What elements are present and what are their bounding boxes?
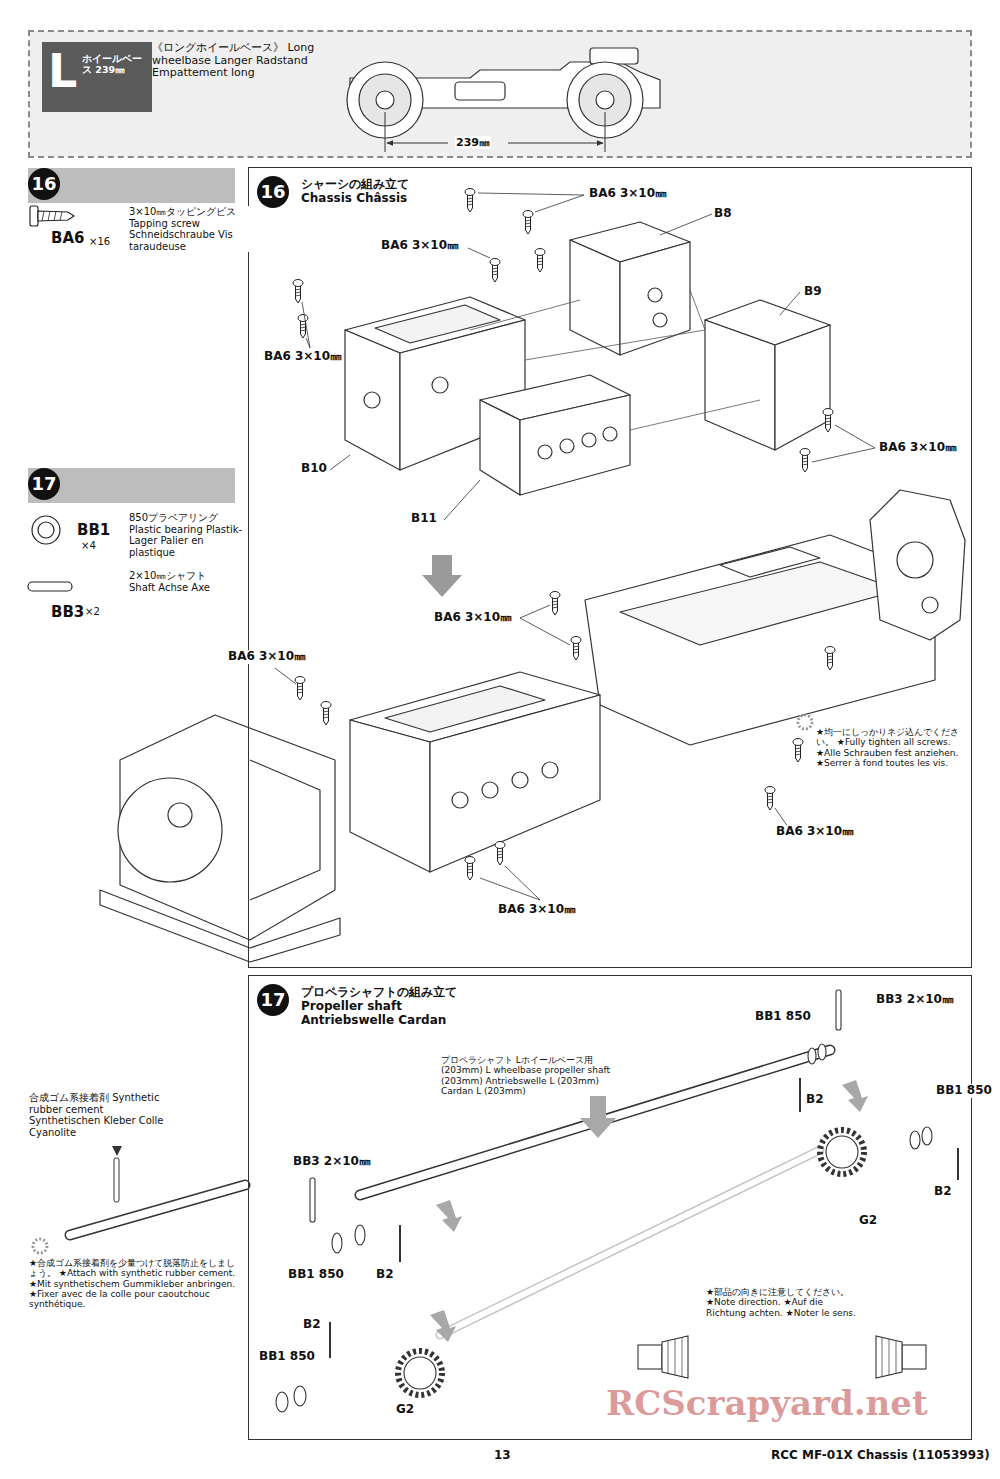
note-badge	[798, 715, 812, 729]
part-callout: B2	[302, 1318, 322, 1332]
part-callout: BB1 850	[935, 1084, 993, 1098]
badge-letter: L	[48, 48, 77, 94]
assembly-note: ★合成ゴム系接着剤を少量つけて脱落防止をしましょう。 ★Attach with …	[28, 1258, 240, 1310]
part-callout: BA6 3×10㎜	[380, 239, 460, 253]
direction-gears	[638, 1336, 926, 1378]
part-callout: BA6 3×10㎜	[263, 350, 343, 364]
part-callout: B8	[713, 207, 733, 221]
screws	[293, 189, 835, 881]
part-callout: BA6 3×10㎜	[588, 187, 668, 201]
leader-lines	[275, 193, 875, 900]
panel-ground	[29, 31, 971, 157]
adhesive-label: 合成ゴム系接着剤 Synthetic rubber cement Synthet…	[28, 1092, 165, 1138]
guide-arrows	[430, 1080, 868, 1342]
part-callout: BB3 2×10㎜	[292, 1155, 372, 1169]
step-number: 16	[257, 176, 289, 208]
part-callout: B10	[300, 462, 328, 476]
step-frame: 17 プロペラシャフトの組み立て Propeller shaft Antriebs…	[248, 975, 972, 1440]
part-callout: BA6 3×10㎜	[497, 903, 577, 917]
assembly-guides	[470, 290, 760, 430]
part-callout: B2	[933, 1185, 953, 1199]
badge-text: ホイールベース 239㎜	[82, 54, 150, 76]
part-callout: BB1 850	[258, 1350, 316, 1364]
chassis-parts	[345, 222, 830, 495]
part-description: 3×10㎜タッピングビス Tapping screw Schneidschrau…	[128, 206, 255, 252]
part-description: 2×10㎜シャフト Shaft Achse Axe	[128, 570, 218, 593]
part-code: BA6	[50, 230, 85, 247]
step-band: 16	[28, 168, 235, 203]
shaft-parts	[276, 990, 958, 1412]
part-description: プロペラシャフト Lホイールベース用 (203mm) L wheelbase p…	[440, 1055, 627, 1096]
part-callout: B2	[805, 1093, 825, 1107]
step-number: 17	[28, 468, 60, 500]
step-band: 17	[28, 468, 235, 503]
wheelbase-badge: Lホイールベース 239㎜	[42, 42, 152, 112]
part-count: ×16	[88, 236, 111, 248]
model-reference: RCC MF-01X Chassis (11053993)	[770, 1448, 991, 1462]
step-number: 17	[257, 984, 289, 1016]
part-code: BB3	[50, 604, 85, 621]
part-callout: B2	[375, 1268, 395, 1282]
dimension: 239㎜	[455, 136, 491, 149]
cement-sketch	[33, 1146, 245, 1253]
dimension-line	[385, 112, 605, 152]
part-count: ×4	[80, 540, 97, 552]
chassis-assembly	[100, 490, 965, 962]
part-callout: BB1 850	[287, 1268, 345, 1282]
step-frame: 16 シャーシの組み立て Chassis Châssis	[248, 167, 972, 968]
part-callout: G2	[858, 1214, 878, 1228]
part-description: 850プラベアリング Plastic bearing Plastik-Lager…	[128, 512, 248, 558]
parts-icons	[28, 206, 74, 591]
part-callout: BA6 3×10㎜	[775, 825, 855, 839]
part-callout: BA6 3×10㎜	[878, 441, 958, 455]
part-count: ×2	[84, 606, 101, 618]
part-callout: G2	[395, 1403, 415, 1417]
wheelbase-panel: 《ロングホイールベース》 Long wheelbase Langer Radst…	[28, 30, 972, 158]
part-callout: BB3 2×10㎜	[875, 993, 955, 1007]
watermark: RCScrapyard.net	[605, 1385, 929, 1422]
step-title: シャーシの組み立て Chassis Châssis	[301, 178, 419, 206]
part-callout: B11	[410, 512, 438, 526]
part-callout: BA6 3×10㎜	[433, 611, 513, 625]
panel-text: 《ロングホイールベース》 Long wheelbase Langer Radst…	[152, 42, 317, 80]
step-number: 16	[28, 168, 60, 200]
page-number: 13	[493, 1448, 512, 1462]
step-title: プロペラシャフトの組み立て Propeller shaft Antriebswe…	[301, 986, 471, 1027]
part-callout: BA6 3×10㎜	[227, 650, 307, 664]
part-code: BB1	[76, 522, 111, 539]
part-callout: B9	[803, 285, 823, 299]
part-callout: BB1 850	[754, 1010, 812, 1024]
car-side-view	[347, 48, 660, 138]
down-arrow	[422, 555, 462, 597]
assembly-note: ★部品の向きに注意してください。 ★Note direction. ★Auf d…	[705, 1287, 857, 1318]
assembly-note: ★均一にしっかりネジ込んでください。 ★Fully tighten all sc…	[815, 727, 967, 768]
